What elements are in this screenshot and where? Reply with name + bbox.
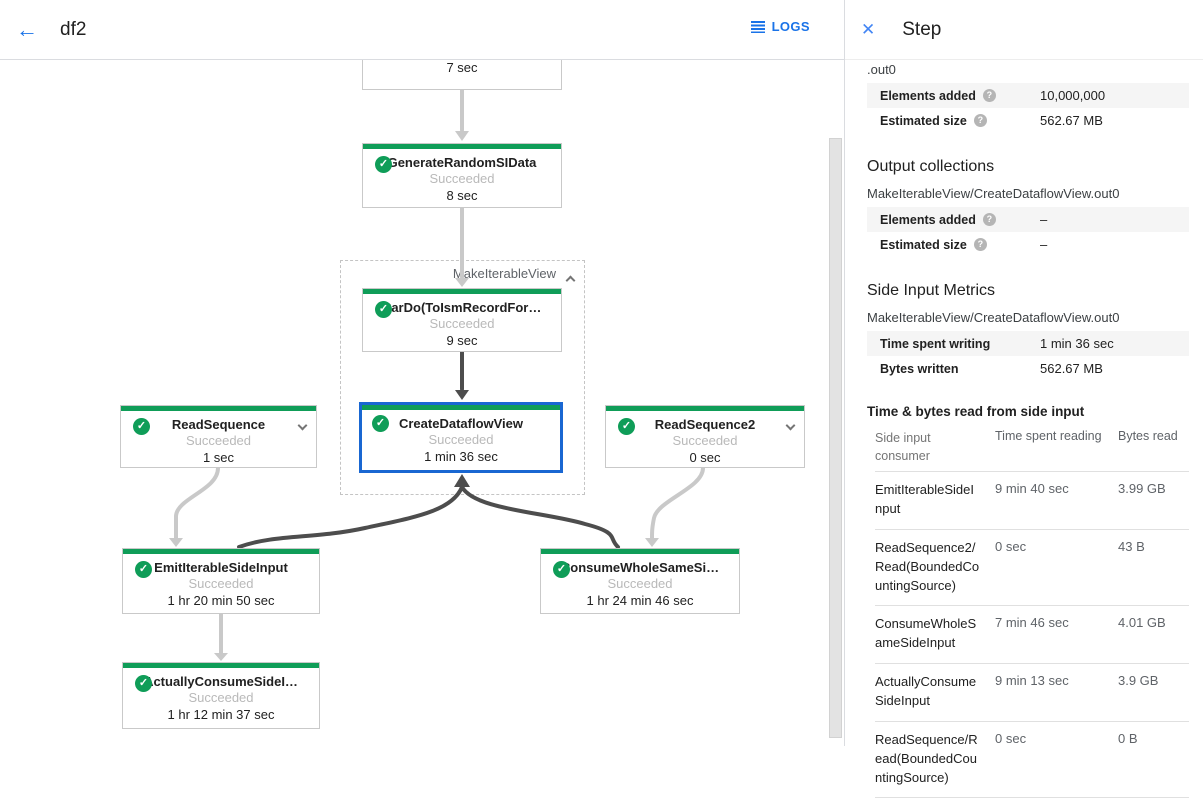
node-pardo-to-ism-record[interactable]: ✓ ParDo(ToIsmRecordFor… Succeeded 9 sec [362, 288, 562, 352]
panel-body[interactable]: .out0 Elements added ? 10,000,000 Estima… [845, 60, 1203, 798]
metric-row: Elements added ? 10,000,000 [867, 83, 1189, 108]
expand-node-icon[interactable] [297, 416, 308, 434]
back-icon[interactable]: ← [16, 16, 38, 42]
expand-node-icon[interactable] [785, 416, 796, 434]
node-create-dataflow-view[interactable]: ✓ CreateDataflowView Succeeded 1 min 36 … [359, 402, 563, 473]
clipped-collection-name: .out0 [867, 62, 896, 77]
step-details-panel: ✕ Step .out0 Elements added ? 10,000,000… [844, 0, 1203, 798]
success-check-icon: ✓ [553, 561, 570, 578]
job-title: df2 [60, 18, 87, 40]
graph-edges [169, 88, 705, 661]
node-clipped-top[interactable]: Succeeded 7 sec [362, 60, 562, 90]
success-check-icon: ✓ [618, 418, 635, 435]
help-icon[interactable]: ? [982, 213, 996, 226]
node-read-sequence2[interactable]: ✓ ReadSequence2 Succeeded 0 sec [605, 405, 805, 468]
table-row: ReadSequence2/Read(BoundedCountingSource… [875, 528, 1189, 606]
node-read-sequence[interactable]: ✓ ReadSequence Succeeded 1 sec [120, 405, 317, 468]
input-metrics-table: Elements added ? 10,000,000 Estimated si… [867, 83, 1189, 133]
output-collections-heading: Output collections [867, 158, 995, 175]
metric-row: Elements added ? – [867, 207, 1189, 232]
table-row: ConsumeWholeSameSideInput 7 min 46 sec 4… [875, 605, 1189, 663]
metric-row: Time spent writing 1 min 36 sec [867, 331, 1189, 356]
success-check-icon: ✓ [133, 418, 150, 435]
logs-label: LOGS [771, 19, 810, 34]
side-input-collection-name: MakeIterableView/CreateDataflowView.out0 [867, 310, 1120, 325]
metric-row: Bytes written 562.67 MB [880, 361, 1103, 376]
side-input-metrics-table: Time spent writing 1 min 36 sec Bytes wr… [867, 331, 1189, 381]
panel-header: ✕ Step [845, 0, 1203, 60]
success-check-icon: ✓ [375, 301, 392, 318]
help-icon[interactable]: ? [973, 114, 987, 127]
table-row: ReadSequence/Read(BoundedCountingSource)… [875, 720, 1189, 798]
node-actually-consume-side-input[interactable]: ✓ ActuallyConsumeSideI… Succeeded 1 hr 1… [122, 662, 320, 729]
metric-row: Estimated size ? – [880, 237, 1048, 252]
side-input-metrics-heading: Side Input Metrics [867, 282, 996, 299]
node-emit-iterable-side-input[interactable]: ✓ EmitIterableSideInput Succeeded 1 hr 2… [122, 548, 320, 614]
job-graph-canvas[interactable]: MakeIterableView [0, 60, 844, 746]
success-check-icon: ✓ [372, 415, 389, 432]
success-check-icon: ✓ [375, 156, 392, 173]
output-collection-name: MakeIterableView/CreateDataflowView.out0 [867, 186, 1120, 201]
node-consume-whole-same-side-input[interactable]: ✓ ConsumeWholeSameSi… Succeeded 1 hr 24 … [540, 548, 740, 614]
success-check-icon: ✓ [135, 675, 152, 692]
table-row: ActuallyConsumeSideInput 9 min 13 sec 3.… [875, 663, 1189, 721]
logs-icon [750, 20, 765, 33]
metric-row: Estimated size ? 562.67 MB [880, 113, 1103, 128]
close-icon[interactable]: ✕ [861, 19, 876, 39]
table-row: EmitIterableSideInput 9 min 40 sec 3.99 … [875, 471, 1189, 529]
output-metrics-table: Elements added ? – Estimated size ? – [867, 207, 1189, 257]
top-toolbar: ← df2 LOGS [0, 0, 844, 60]
logs-button[interactable]: LOGS [745, 18, 816, 35]
help-icon[interactable]: ? [982, 89, 996, 102]
graph-vertical-scrollbar[interactable] [829, 138, 842, 738]
group-label: MakeIterableView [452, 266, 556, 281]
help-icon[interactable]: ? [973, 238, 987, 251]
panel-title: Step [902, 18, 942, 40]
consumers-table-heading: Time & bytes read from side input [867, 404, 1085, 419]
success-check-icon: ✓ [135, 561, 152, 578]
node-generate-random-si-data[interactable]: ✓ GenerateRandomSIData Succeeded 8 sec [362, 143, 562, 208]
consumers-table-header: Side input consumer Time spent reading B… [875, 429, 1178, 464]
consumers-table: Side input consumer Time spent reading B… [875, 421, 1189, 798]
